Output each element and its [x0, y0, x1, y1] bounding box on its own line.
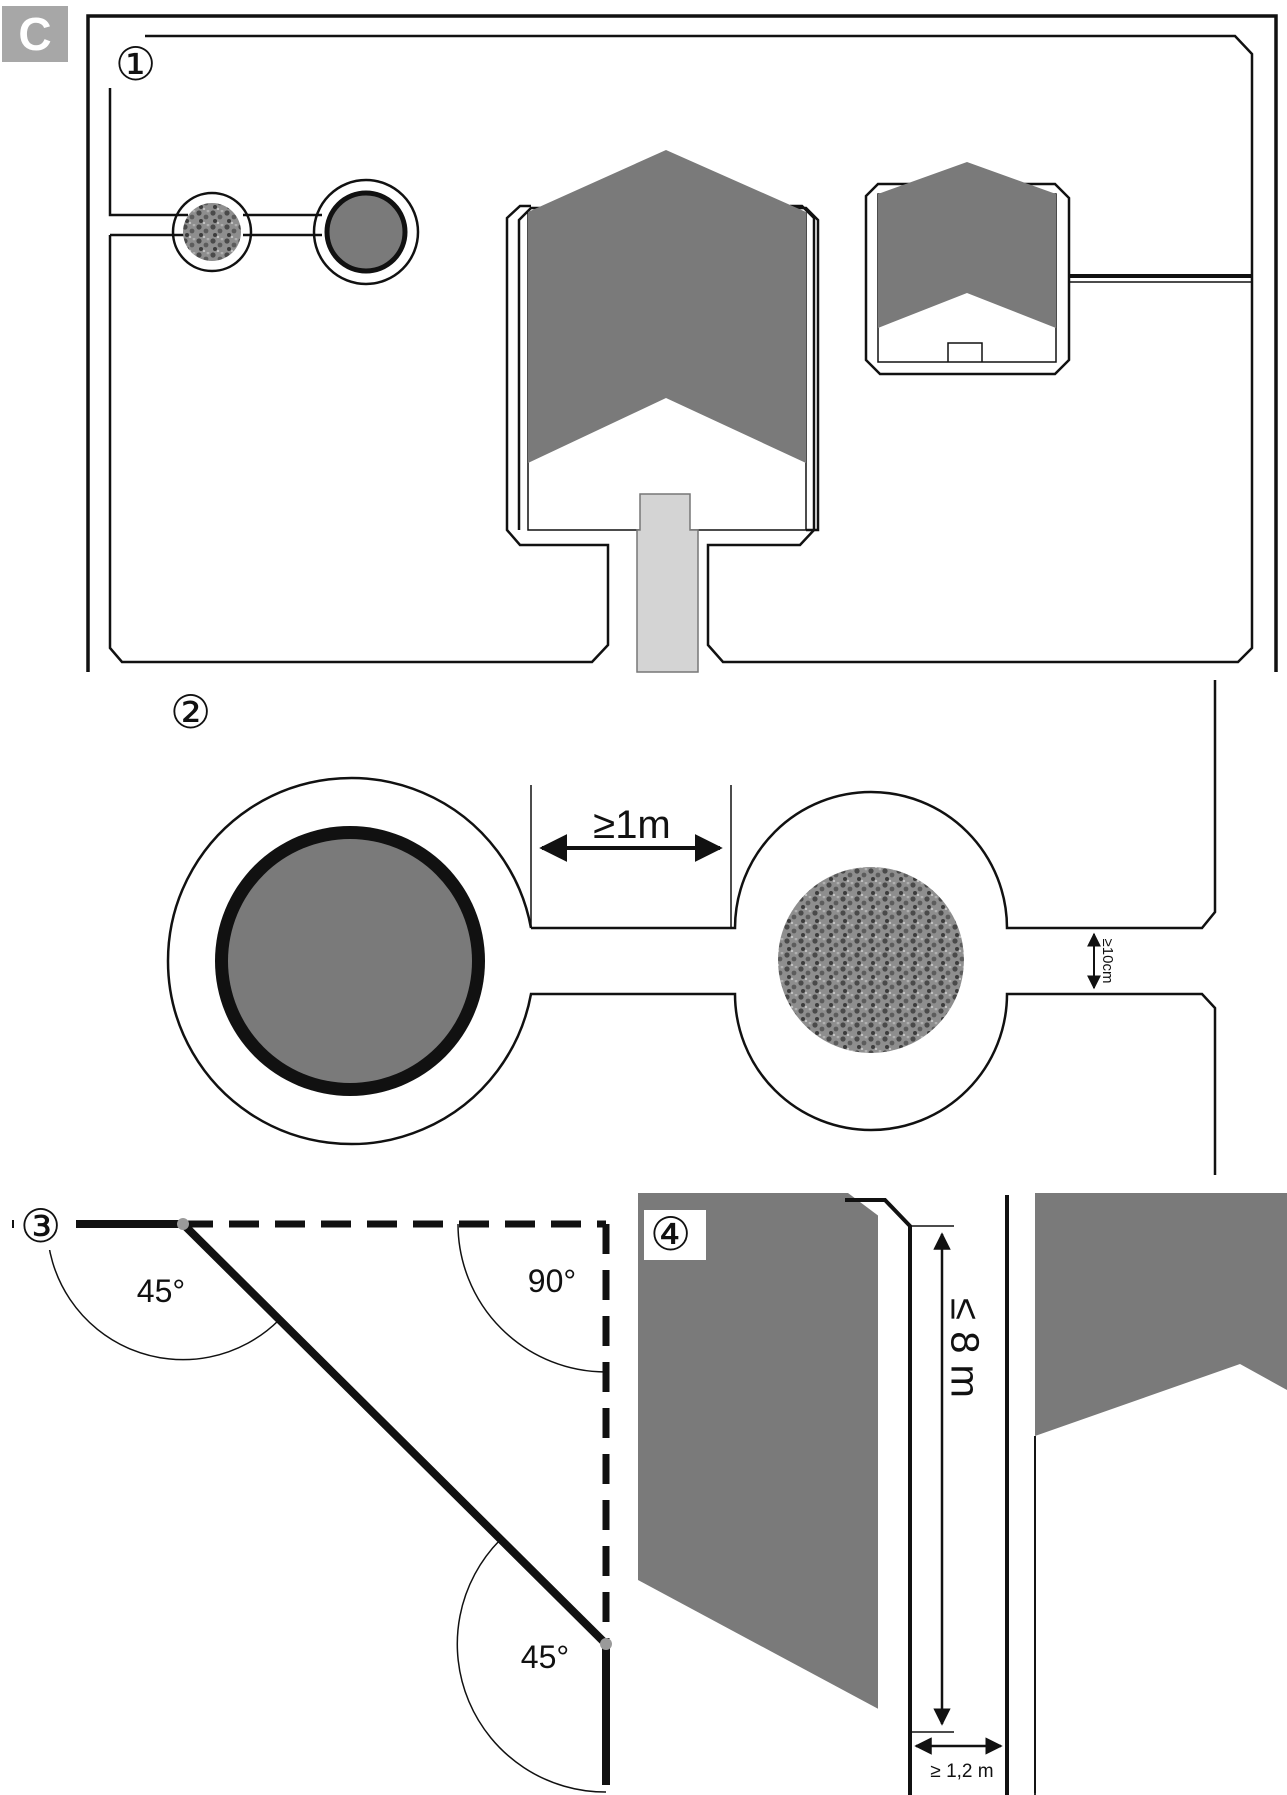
bush-island-small [171, 191, 253, 273]
panel-4-number: ④ [650, 1207, 691, 1261]
small-house-entrance [947, 342, 983, 362]
boundary-wire-top [108, 88, 322, 217]
round-island-small [324, 190, 408, 274]
panel-3-number-bg [14, 1202, 76, 1250]
right-house-inner-frame [1035, 1436, 1276, 1795]
right-house-interior-visible [1035, 1432, 1276, 1795]
panel-3-angles: 45° 90° 45° ③ [12, 1199, 612, 1793]
round-island-small-outline [312, 178, 420, 286]
right-house-lower-outline-shape [1035, 1436, 1276, 1795]
left-boundary-wire [845, 1198, 912, 1795]
passage-boundary [166, 680, 1217, 1175]
house-boundary [517, 206, 820, 532]
right-building [1035, 1193, 1287, 1436]
angle-arc-corner [457, 1223, 607, 1373]
angle-arc-bottom [456, 1539, 607, 1793]
panel-1-number: ① [115, 37, 156, 91]
corner-point-bottom [600, 1638, 612, 1650]
angle-label-corner: 90° [528, 1263, 576, 1299]
panel-2-number: ② [170, 685, 211, 739]
left-building [638, 1193, 878, 1709]
angle-label-bottom: 45° [521, 1639, 569, 1675]
right-house-box [1035, 1436, 1276, 1795]
angle-arc-left [46, 1223, 280, 1361]
right-house-interior-frame [1035, 1436, 1276, 1795]
corner-point-top [177, 1218, 189, 1230]
panel-1-overview: ① [86, 14, 1278, 673]
right-house-wall-lower [1035, 1436, 1276, 1795]
house-roof [528, 150, 806, 463]
panel-4-narrow-passage: ≤ 8 m ≥ 1,2 m ④ [638, 1193, 1287, 1795]
panel-2-passages: ② ≥1m ≥10cm [166, 680, 1217, 1175]
section-badge: C [2, 6, 68, 62]
length-label: ≤ 8 m [942, 1298, 986, 1398]
small-house-roof [878, 162, 1056, 328]
driveway [636, 493, 699, 673]
panel-4-number-bg [644, 1210, 706, 1260]
right-house-interior-lines [1035, 1436, 1276, 1795]
angle-label-left: 45° [137, 1273, 185, 1309]
panel-3-number: ③ [20, 1199, 61, 1253]
passage-label: ≥10cm [1099, 939, 1116, 984]
diagonal-cut [180, 1221, 609, 1647]
right-building-wall [1034, 1436, 1036, 1793]
round-object [228, 839, 472, 1083]
bush-icon-small [183, 203, 241, 261]
gap-label: ≥1m [593, 803, 671, 847]
bush-icon-large [778, 867, 964, 1053]
section-badge-text: C [18, 8, 51, 60]
panel-1-frame [86, 14, 1278, 672]
width-label: ≥ 1,2 m [930, 1761, 993, 1782]
